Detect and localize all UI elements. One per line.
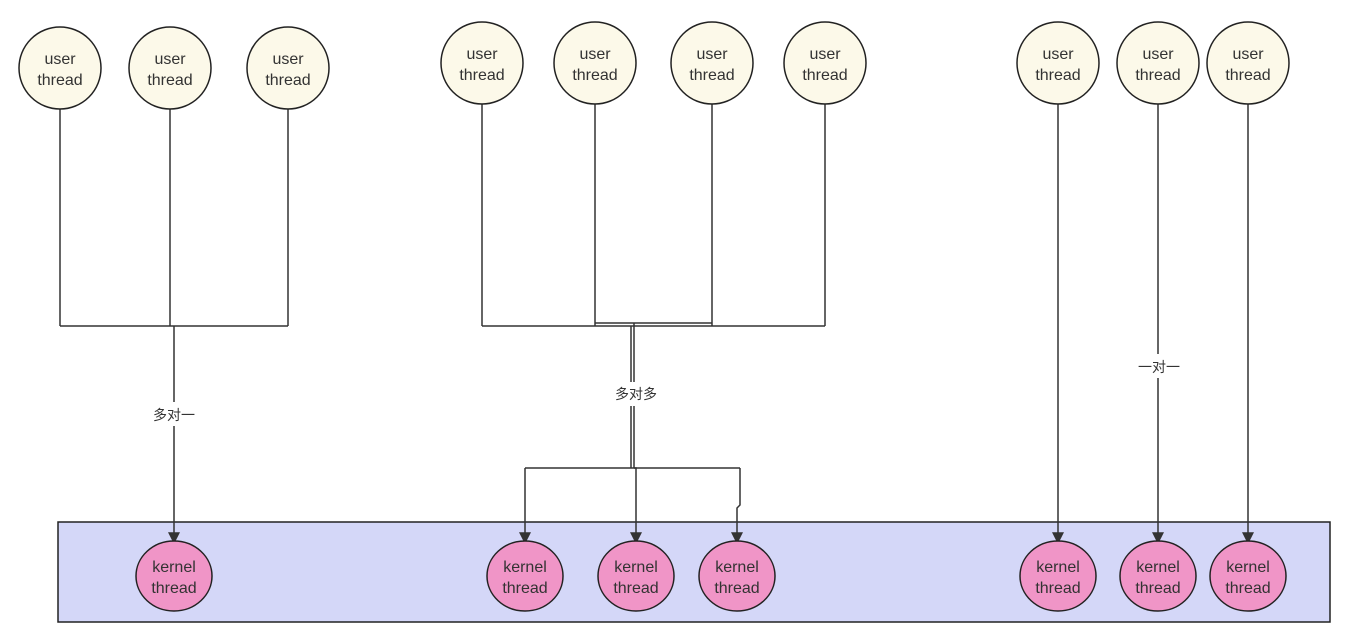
kernel-thread-label-line1: kernel — [614, 559, 658, 576]
edge-label-many-to-one: 多对一 — [153, 407, 195, 424]
user-thread: user thread — [440, 21, 524, 105]
edge-label-many-to-many: 多对多 — [615, 386, 657, 403]
user-thread: user thread — [246, 26, 330, 110]
user-thread: user thread — [553, 21, 637, 105]
user-thread-label-line1: user — [809, 46, 841, 63]
user-thread-circle — [1116, 21, 1200, 105]
kernel-thread-label-line2: thread — [613, 580, 658, 597]
kernel-thread-circle — [698, 540, 776, 612]
kernel-thread-label-line1: kernel — [152, 559, 196, 576]
kernel-thread-circle — [1019, 540, 1097, 612]
user-thread-label-line1: user — [44, 51, 76, 68]
kernel-thread: kernel thread — [597, 540, 675, 612]
kernel-thread-label-line1: kernel — [1136, 559, 1180, 576]
user-thread-circle — [1206, 21, 1290, 105]
user-thread-label-line1: user — [466, 46, 498, 63]
kernel-space-box — [57, 521, 1331, 623]
kernel-arrow — [630, 467, 642, 545]
user-thread-label-line2: thread — [147, 72, 192, 89]
user-thread: user thread — [670, 21, 754, 105]
kernel-arrow — [731, 468, 743, 545]
user-thread-label-line2: thread — [265, 72, 310, 89]
user-thread-label-line2: thread — [1035, 67, 1080, 84]
kernel-thread: kernel thread — [1019, 540, 1097, 612]
user-thread-label-line2: thread — [1135, 67, 1180, 84]
user-thread-label-line1: user — [1042, 46, 1074, 63]
user-thread-circle — [1016, 21, 1100, 105]
user-thread: user thread — [1116, 21, 1200, 105]
kernel-thread: kernel thread — [135, 540, 213, 612]
kernel-thread: kernel thread — [698, 540, 776, 612]
kernel-thread-label-line1: kernel — [715, 559, 759, 576]
user-thread-circle — [128, 26, 212, 110]
kernel-thread-label-line2: thread — [1225, 580, 1270, 597]
user-thread-label-line1: user — [696, 46, 728, 63]
user-thread-label-line2: thread — [37, 72, 82, 89]
user-thread: user thread — [18, 26, 102, 110]
kernel-thread-label-line2: thread — [1035, 580, 1080, 597]
user-thread-label-line2: thread — [1225, 67, 1270, 84]
kernel-thread-label-line1: kernel — [503, 559, 547, 576]
user-thread-circle — [440, 21, 524, 105]
kernel-thread-label-line1: kernel — [1036, 559, 1080, 576]
kernel-thread: kernel thread — [486, 540, 564, 612]
user-thread-label-line1: user — [579, 46, 611, 63]
user-thread-circle — [670, 21, 754, 105]
user-thread-label-line2: thread — [802, 67, 847, 84]
edge-labels: 多对一 多对多 一对一 — [146, 354, 1187, 426]
user-thread: user thread — [128, 26, 212, 110]
kernel-thread: kernel thread — [1119, 540, 1197, 612]
user-thread-label-line2: thread — [572, 67, 617, 84]
user-thread-label-line1: user — [1142, 46, 1174, 63]
user-thread-circle — [18, 26, 102, 110]
user-thread-label-line1: user — [154, 51, 186, 68]
thread-nodes: user thread user thread user thread kernel thre… — [18, 21, 1290, 612]
kernel-thread-label-line1: kernel — [1226, 559, 1270, 576]
kernel-thread-circle — [486, 540, 564, 612]
user-thread-circle — [246, 26, 330, 110]
kernel-thread-label-line2: thread — [151, 580, 196, 597]
user-thread: user thread — [783, 21, 867, 105]
kernel-thread-circle — [135, 540, 213, 612]
user-thread-circle — [553, 21, 637, 105]
user-thread-label-line2: thread — [689, 67, 734, 84]
user-thread: user thread — [1206, 21, 1290, 105]
kernel-thread-circle — [1119, 540, 1197, 612]
connectors — [59, 104, 1254, 545]
kernel-thread-label-line2: thread — [1135, 580, 1180, 597]
user-thread: user thread — [1016, 21, 1100, 105]
kernel-thread-label-line2: thread — [502, 580, 547, 597]
kernel-thread-circle — [1209, 540, 1287, 612]
edge-label-one-to-one: 一对一 — [1138, 360, 1180, 376]
kernel-thread-circle — [597, 540, 675, 612]
kernel-thread-label-line2: thread — [714, 580, 759, 597]
user-thread-label-line1: user — [1232, 46, 1264, 63]
kernel-thread: kernel thread — [1209, 540, 1287, 612]
user-thread-label-line1: user — [272, 51, 304, 68]
user-thread-circle — [783, 21, 867, 105]
user-thread-label-line2: thread — [459, 67, 504, 84]
